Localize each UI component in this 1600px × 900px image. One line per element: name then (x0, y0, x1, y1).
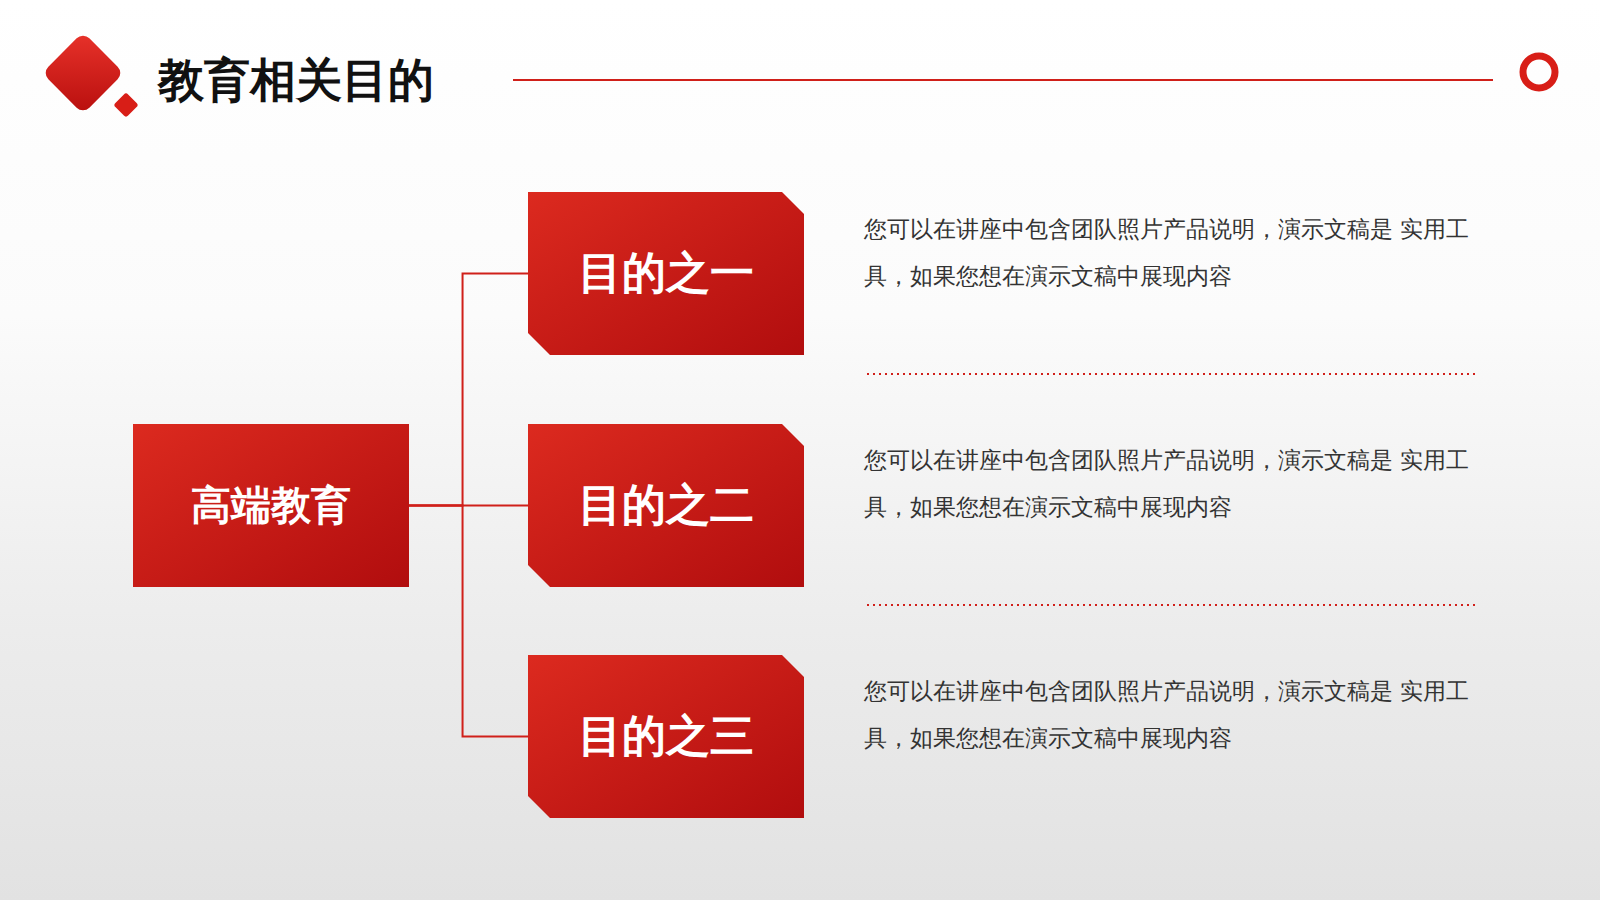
purpose-box: 目的之二 (528, 424, 804, 587)
box-label: 目的之一 (578, 244, 754, 303)
slide-title: 教育相关目的 (158, 50, 434, 110)
divider-dotted (867, 373, 1478, 375)
box-label: 目的之二 (578, 476, 754, 535)
purpose-box: 目的之一 (528, 192, 804, 355)
description-text: 您可以在讲座中包含团队照片产品说明，演示文稿是 实用工具，如果您想在演示文稿中展… (864, 206, 1484, 300)
box-label: 高端教育 (191, 478, 351, 533)
description-text: 您可以在讲座中包含团队照片产品说明，演示文稿是 实用工具，如果您想在演示文稿中展… (864, 437, 1484, 531)
tree-connector (409, 274, 528, 506)
tree-connector (409, 506, 528, 737)
logo-diamond (42, 32, 124, 114)
logo-dot (113, 92, 138, 117)
root-box: 高端教育 (133, 424, 409, 587)
divider-dotted (867, 604, 1478, 606)
header-rule (513, 79, 1493, 81)
description-text: 您可以在讲座中包含团队照片产品说明，演示文稿是 实用工具，如果您想在演示文稿中展… (864, 668, 1484, 762)
box-label: 目的之三 (578, 707, 754, 766)
purpose-box: 目的之三 (528, 655, 804, 818)
header-ring (1523, 56, 1555, 88)
